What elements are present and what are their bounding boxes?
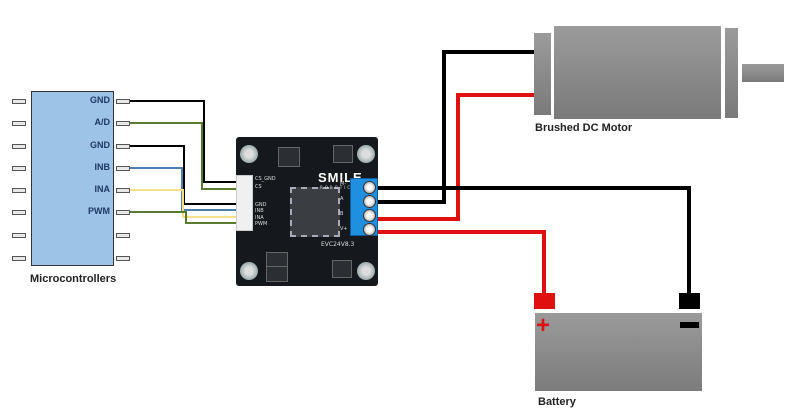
wire-motor-black: [378, 50, 535, 204]
mcu-pin-label: INA: [94, 184, 111, 194]
brand-subtitle: ROBOTICS: [320, 185, 357, 190]
wire-battery-red: [378, 230, 546, 297]
connector-pin-label: GND: [255, 202, 267, 208]
wire-gnd-2: [129, 145, 244, 205]
board-model: EVC24V8.3: [321, 241, 355, 248]
mount-hole: [357, 262, 375, 280]
mcu-pin-label: GND: [90, 140, 110, 150]
wire-ina: [129, 189, 244, 218]
microcontroller-block: [31, 91, 114, 266]
regulator-chip: [333, 145, 353, 163]
mcu-pin-right: [116, 121, 130, 126]
wire-pwm: [129, 211, 244, 224]
motor-end-cap: [725, 28, 738, 118]
mcu-pin-left: [12, 188, 26, 193]
terminal-pin-label: M-: [340, 181, 347, 187]
wire-ad: [129, 122, 244, 190]
mcu-pin-label: PWM: [88, 206, 110, 216]
mcu-pin-left: [12, 210, 26, 215]
motor-shaft: [742, 64, 784, 82]
mcu-pin-label: GND: [90, 95, 110, 105]
connector-pin-label: CS_GND: [255, 176, 276, 182]
screw: [363, 181, 376, 194]
connector-pin-label: CS: [255, 184, 262, 190]
mcu-pin-right: [116, 233, 130, 238]
screw-terminal: [350, 178, 378, 236]
ic-chip: [266, 266, 288, 282]
positive-symbol: +: [536, 312, 551, 339]
mcu-pin-right: [116, 188, 130, 193]
mcu-pin-right: [116, 144, 130, 149]
mount-hole: [240, 262, 258, 280]
wire-motor-red: [378, 93, 535, 221]
terminal-pin-label: B: [340, 211, 344, 217]
mcu-pin-right: [116, 256, 130, 261]
battery-label: Battery: [538, 396, 576, 408]
negative-symbol: [680, 322, 699, 328]
battery-body: [535, 313, 702, 391]
mcu-pin-right: [116, 166, 130, 171]
mcu-pin-right: [116, 99, 130, 104]
mount-hole: [357, 145, 375, 163]
mcu-pin-right: [116, 210, 130, 215]
mcu-pin-left: [12, 256, 26, 261]
motor-body: [554, 26, 721, 119]
battery-negative-terminal: [679, 293, 700, 309]
motor-end-cap: [534, 33, 551, 115]
wire-gnd-1: [129, 100, 244, 183]
mount-hole: [240, 145, 258, 163]
battery-positive-terminal: [534, 293, 555, 309]
signal-connector: [236, 175, 253, 231]
mcu-pin-left: [12, 99, 26, 104]
screw: [363, 209, 376, 222]
connector-pin-label: PWM: [255, 221, 268, 227]
connector-pin-label: INA: [255, 215, 264, 221]
mcu-pin-label: A/D: [94, 117, 111, 127]
screw: [363, 223, 376, 236]
wire-battery-black: [378, 186, 691, 297]
mcu-pin-label: INB: [94, 162, 111, 172]
microcontroller-chip: [290, 187, 340, 237]
connector-pin-label: INB: [255, 208, 264, 214]
terminal-pin-label: A: [340, 196, 344, 202]
mcu-pin-left: [12, 166, 26, 171]
regulator-chip: [332, 260, 352, 278]
mcu-pin-left: [12, 144, 26, 149]
ic-chip: [278, 147, 300, 167]
screw: [363, 195, 376, 208]
mcu-pin-left: [12, 121, 26, 126]
motor-label: Brushed DC Motor: [535, 122, 633, 134]
microcontroller-label: Microcontrollers: [30, 273, 117, 285]
terminal-pin-label: V+: [340, 226, 348, 232]
mcu-pin-left: [12, 233, 26, 238]
